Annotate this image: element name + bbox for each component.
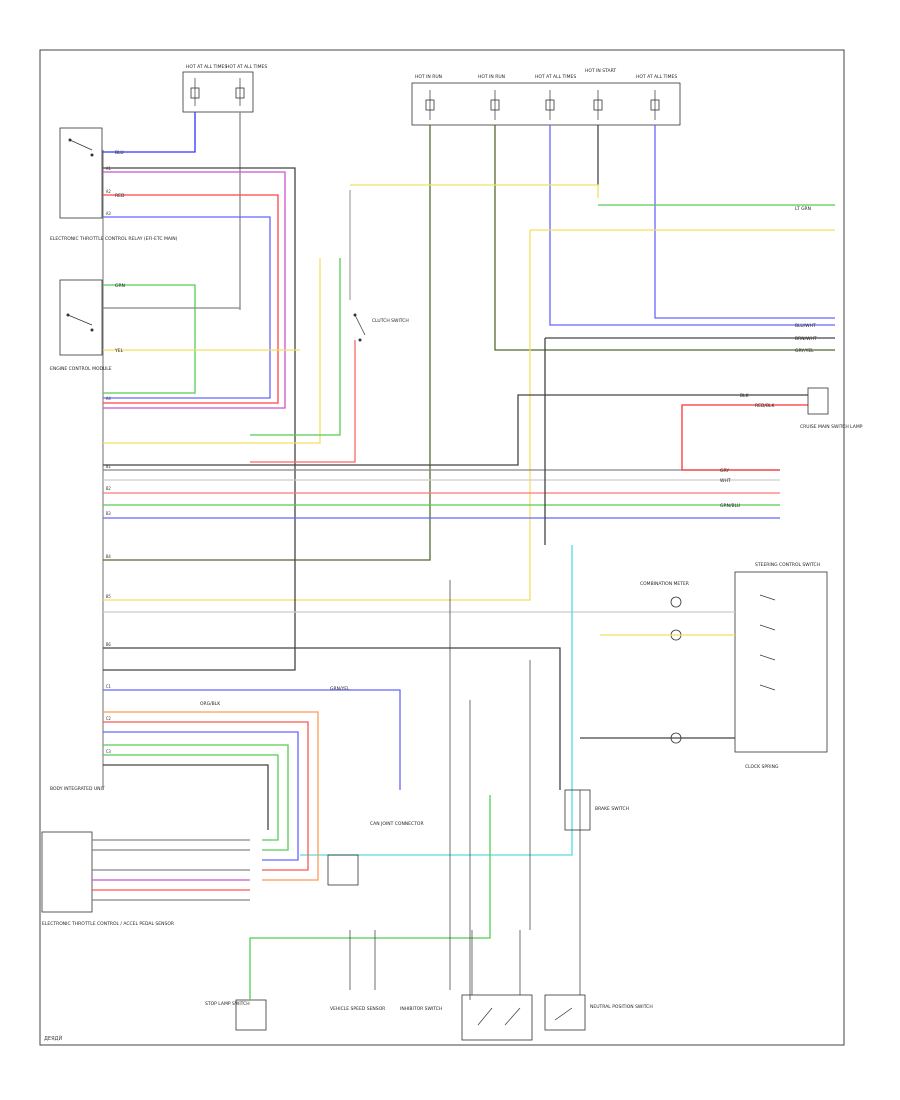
body-integrated-unit-ref: BODY INTEGRATED UNIT (50, 786, 105, 792)
wire-grn-lower-2 (103, 754, 279, 841)
stop-lamp-switch-box: STOP LAMP SWITCH (205, 795, 491, 1031)
wire-red-lower (103, 721, 309, 871)
top-left-relay (59, 127, 103, 219)
pin-b3: B3 (106, 511, 111, 516)
wire-cyan (300, 545, 573, 856)
clockspring-label: CLOCK SPRING (745, 764, 779, 770)
wire-blk-vert (544, 337, 835, 545)
fuse-label-3: HOT IN RUN (415, 74, 442, 80)
wire-label-yel: YEL (114, 348, 124, 354)
inhibitor-switch-box: INHIBITOR SWITCH (400, 930, 533, 1041)
steering-control-label: STEERING CONTROL SWITCH (755, 562, 820, 568)
page-ref: ДЕЯДЙ (44, 1035, 62, 1042)
neutral-position-label: NEUTRAL POSITION SWITCH (590, 1004, 653, 1010)
throttle-relay-label: ELECTRONIC THROTTLE CONTROL RELAY (EFI-E… (50, 236, 178, 242)
wire-olive-1 (103, 125, 431, 561)
brake-switch-label: BRAKE SWITCH (595, 806, 629, 812)
wire-label-brnwht: BRN/WHT (795, 336, 817, 342)
wire-blu (103, 216, 271, 399)
wire-blu-fuse (549, 125, 835, 326)
wire-grn-bottom (249, 795, 491, 1000)
stop-lamp-label: STOP LAMP SWITCH (205, 1001, 250, 1007)
fuse-label-2: HOT AT ALL TIMES (226, 64, 267, 70)
ecm-label: ENGINE CONTROL MODULE (50, 366, 112, 372)
pin-b4: B4 (106, 554, 111, 559)
wire-grn-relay (103, 284, 196, 394)
can-connector-label: CAN JOINT CONNECTOR (370, 821, 424, 827)
pin-b5: B5 (106, 594, 111, 599)
neutral-position-switch: NEUTRAL POSITION SWITCH (544, 790, 653, 1031)
wire-label-ltgrn: LT GRN (795, 206, 811, 212)
wire-grn-lower (103, 744, 289, 851)
wire-purple (103, 171, 286, 409)
wire-blk-lower-2 (103, 764, 269, 830)
wire-red-loop (681, 404, 808, 471)
fuse-label-4: HOT IN RUN (478, 74, 505, 80)
fuse-block-left: HOT AT ALL TIMES HOT AT ALL TIMES (182, 64, 267, 113)
wire-grn-clutch (250, 258, 341, 436)
pin-a1: A1 (106, 166, 111, 171)
fuse-label-6: HOT IN START (585, 68, 616, 74)
throttle-sensor-label: ELECTRONIC THROTTLE CONTROL / ACCEL PEDA… (42, 921, 174, 927)
wire-label-orgblk: ORG/BLK (200, 701, 221, 707)
pin-c2: C2 (106, 716, 111, 721)
wire-olive-2 (494, 125, 835, 351)
fuse-label-1: HOT AT ALL TIMES (186, 64, 227, 70)
wire-label-red: RED (115, 193, 125, 199)
wire-label-redblk: RED/BLK (755, 403, 776, 409)
electronic-throttle-relay: ELECTRONIC THROTTLE CONTROL RELAY (EFI-E… (50, 236, 178, 356)
pin-c1: C1 (106, 684, 111, 689)
diagram-frame (39, 49, 845, 1046)
wire-yel-clutch (103, 258, 321, 444)
pin-a3: A3 (106, 211, 111, 216)
fuse-label-5: HOT AT ALL TIMES (535, 74, 576, 80)
clutch-switch-label: CLUTCH SWITCH (372, 318, 409, 324)
fuse-label-7: HOT AT ALL TIMES (636, 74, 677, 80)
pin-a4: A4 (106, 396, 111, 401)
wire-label-gry: GRY (720, 468, 729, 474)
combination-meter-indicators: COMBINATION METER (640, 581, 689, 744)
wire-blu-lower (103, 689, 401, 790)
biu-label: BODY INTEGRATED UNIT (50, 786, 105, 792)
speed-sensor-label: VEHICLE SPEED SENSOR (330, 1006, 385, 1012)
wire-blu-top (103, 112, 196, 153)
wire-yel-top (350, 184, 599, 198)
inhibitor-label: INHIBITOR SWITCH (400, 1006, 442, 1012)
main-switch-lamp-label: CRUISE MAIN SWITCH LAMP (800, 424, 863, 430)
pin-b2: B2 (106, 486, 111, 491)
wire-label-blu: BLU (115, 150, 124, 156)
wire-label-wht: WHT (720, 478, 731, 484)
wire-label-grnblu: GRN/BLU (720, 503, 740, 509)
wire-label-grn: GRN (115, 283, 125, 289)
wire-label-gryyel: GRY/YEL (795, 348, 814, 354)
pin-b6: B6 (106, 642, 111, 647)
wire-blk-loop (103, 167, 296, 671)
wire-blk-meter (103, 647, 561, 790)
wire-blu-lower-2 (103, 731, 299, 861)
fuse-block-right: HOT IN RUN HOT IN RUN HOT AT ALL TIMES H… (411, 68, 681, 126)
brake-switch-ref: BRAKE SWITCH (564, 789, 629, 831)
clutch-switch: CLUTCH SWITCH (353, 313, 409, 342)
pin-c3: C3 (106, 749, 111, 754)
wire-red-clutch (250, 340, 356, 463)
wire-yel-right (103, 229, 835, 601)
cruise-main-switch-lamp (807, 387, 829, 415)
wire-blu-fuse-2 (654, 125, 835, 319)
throttle-sensor-box: ELECTRONIC THROTTLE CONTROL / ACCEL PEDA… (41, 831, 174, 927)
wire-org (103, 711, 319, 881)
pin-b1: B1 (106, 464, 111, 469)
vehicle-speed-sensor-ref: VEHICLE SPEED SENSOR (330, 930, 385, 1012)
steering-switch: STEERING CONTROL SWITCH CLOCK SPRING (734, 562, 828, 770)
wire-label-grnyel: GRN/YEL (330, 686, 350, 692)
can-joint-connector: CAN JOINT CONNECTOR (327, 821, 424, 886)
wire-label-bluwht: BLU/WHT (795, 323, 816, 329)
combination-meter-label: COMBINATION METER (640, 581, 689, 587)
wire-label-blk: BLK (740, 393, 750, 399)
pin-a2: A2 (106, 189, 111, 194)
wire-blk-upper (103, 394, 808, 466)
wire-red (103, 194, 279, 404)
